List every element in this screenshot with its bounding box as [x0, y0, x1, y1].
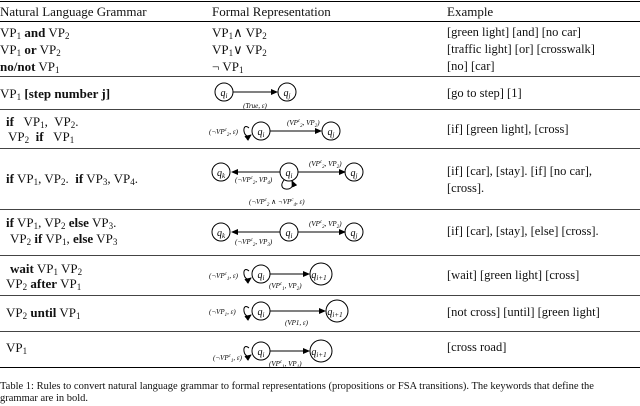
label-neg-vp2c-and-neg-vp4c: (¬VPc2 ∧ ¬VPc4, ε): [249, 198, 305, 208]
example-if-if-2: [cross].: [447, 181, 485, 195]
svg-text:qj: qj: [351, 168, 358, 180]
grammar-not: no/not VP1: [0, 59, 60, 75]
grammar-if-if: if VP1, VP2. if VP3, VP4.: [6, 171, 138, 187]
header-formal: Formal Representation: [212, 4, 331, 19]
bottom-rule: [0, 367, 640, 368]
label-neg-vp2c-vp4: (¬VPc2, VP4): [235, 176, 273, 186]
grammar-if-else-2: VP2 if VP1, else VP3: [10, 231, 118, 247]
example-not: [no] [car]: [447, 59, 495, 73]
label-vp2c-vp2-b: (VPc2, VP2): [309, 160, 342, 170]
example-wait: [wait] [green light] [cross]: [447, 268, 580, 282]
fsa-wait: (¬VPc1, ε) qi (VPc1, VP2) qi+1: [209, 262, 333, 292]
fsa-step: qi qj (True, ε): [214, 82, 297, 110]
label-neg-vp2c-vp3: (¬VPc2, VP3): [235, 238, 273, 248]
example-if-else: [if] [car], [stay], [else] [cross].: [447, 224, 599, 238]
label-vp2c-vp2: (VPc2, VP2): [287, 119, 320, 129]
svg-text:qi: qi: [286, 168, 293, 180]
label-true-eps: (True, ε): [243, 102, 267, 110]
svg-text:qi+1: qi+1: [311, 347, 326, 359]
formal-or: VP1∨ VP2: [212, 42, 267, 58]
svg-text:qj: qj: [284, 88, 291, 100]
svg-text:qi: qi: [258, 127, 265, 139]
label-vp1-eps: (VP1, ε): [285, 319, 309, 327]
grammar-if-else-1: if VP1, VP2 else VP3.: [6, 215, 117, 231]
label-neg-vp1c-eps-b: (¬VPc1, ε): [213, 354, 243, 364]
svg-text:qi: qi: [258, 347, 265, 359]
label-vp2c-vp2-c: (VPc2, VP2): [309, 220, 342, 230]
svg-text:qi+1: qi+1: [327, 307, 342, 319]
label-neg-vp2c-eps: (¬VPc2, ε): [209, 128, 239, 138]
fsa-if-else: qk (¬VPc2, VP3) qi (VPc2, VP2) qj: [211, 220, 364, 248]
top-rule: [0, 1, 640, 2]
example-or: [traffic light] [or] [crosswalk]: [447, 42, 595, 56]
caption-line-2: grammar are in bold.: [0, 393, 89, 404]
header-rule: [0, 21, 640, 22]
example-until: [not cross] [until] [green light]: [447, 305, 600, 319]
caption-line-1: Table 1: Rules to convert natural langua…: [0, 381, 594, 392]
example-step: [go to step] [1]: [447, 86, 522, 100]
state-qj: [277, 82, 297, 102]
svg-text:qk: qk: [217, 228, 226, 240]
row-rule-1: [0, 76, 640, 77]
grammar-after: VP2 after VP1: [6, 276, 82, 292]
row-rule-4: [0, 209, 640, 210]
label-vp1c-vp2: (VPc1, VP2): [269, 282, 302, 292]
grammar-or: VP1 or VP2: [0, 42, 61, 58]
grammar-and: VP1 and VP2: [0, 25, 70, 41]
row-rule-7: [0, 331, 640, 332]
fsa-vp1: (¬VPc1, ε) qi (VPc1, VP1) qi+1: [213, 339, 333, 370]
grammar-vp1: VP1: [6, 340, 28, 356]
label-vp1c-vp1: (VPc1, VP1): [269, 360, 302, 370]
header-example: Example: [447, 4, 494, 19]
svg-text:qi: qi: [258, 307, 265, 319]
example-and: [green light] [and] [no car]: [447, 25, 581, 39]
row-rule-3: [0, 148, 640, 149]
formal-and: VP1∧ VP2: [212, 25, 267, 41]
fsa-if: (¬VPc2, ε) qi (VPc2, VP2) qj: [209, 119, 341, 141]
example-if: [if] [green light], [cross]: [447, 122, 569, 136]
grammar-until: VP2 until VP1: [6, 305, 81, 321]
svg-text:qi+1: qi+1: [311, 270, 326, 282]
svg-text:qi: qi: [286, 228, 293, 240]
svg-text:qi: qi: [221, 88, 228, 100]
grammar-wait: wait VP1 VP2: [10, 261, 83, 277]
table-caption: Table 1: Rules to convert natural langua…: [0, 381, 640, 405]
formal-not: ¬ VP1: [212, 59, 244, 75]
fsa-until: (¬VP1, ε) qi (VP1, ε) qi+1: [209, 299, 349, 327]
svg-text:qj: qj: [351, 228, 358, 240]
row-rule-5: [0, 255, 640, 256]
header-grammar: Natural Language Grammar: [0, 4, 147, 19]
example-vp1: [cross road]: [447, 340, 507, 354]
grammar-step: VP1 [step number j]: [0, 86, 111, 102]
row-rule-2: [0, 109, 640, 110]
label-neg-vp1-eps: (¬VP1, ε): [209, 308, 236, 318]
grammar-if-2: VP2 if VP1: [8, 129, 75, 145]
fsa-if-if: qk (¬VPc2, VP4) qi (VPc2, VP2) qj (¬VPc2…: [211, 160, 364, 208]
svg-text:qj: qj: [328, 127, 335, 139]
svg-text:qi: qi: [258, 270, 265, 282]
label-neg-vp1c-eps: (¬VPc1, ε): [209, 272, 239, 282]
example-if-if-1: [if] [car], [stay]. [if] [no car],: [447, 164, 593, 178]
svg-text:qk: qk: [217, 168, 226, 180]
row-rule-6: [0, 295, 640, 296]
grammar-if-1: if VP1, VP2.: [6, 114, 79, 130]
